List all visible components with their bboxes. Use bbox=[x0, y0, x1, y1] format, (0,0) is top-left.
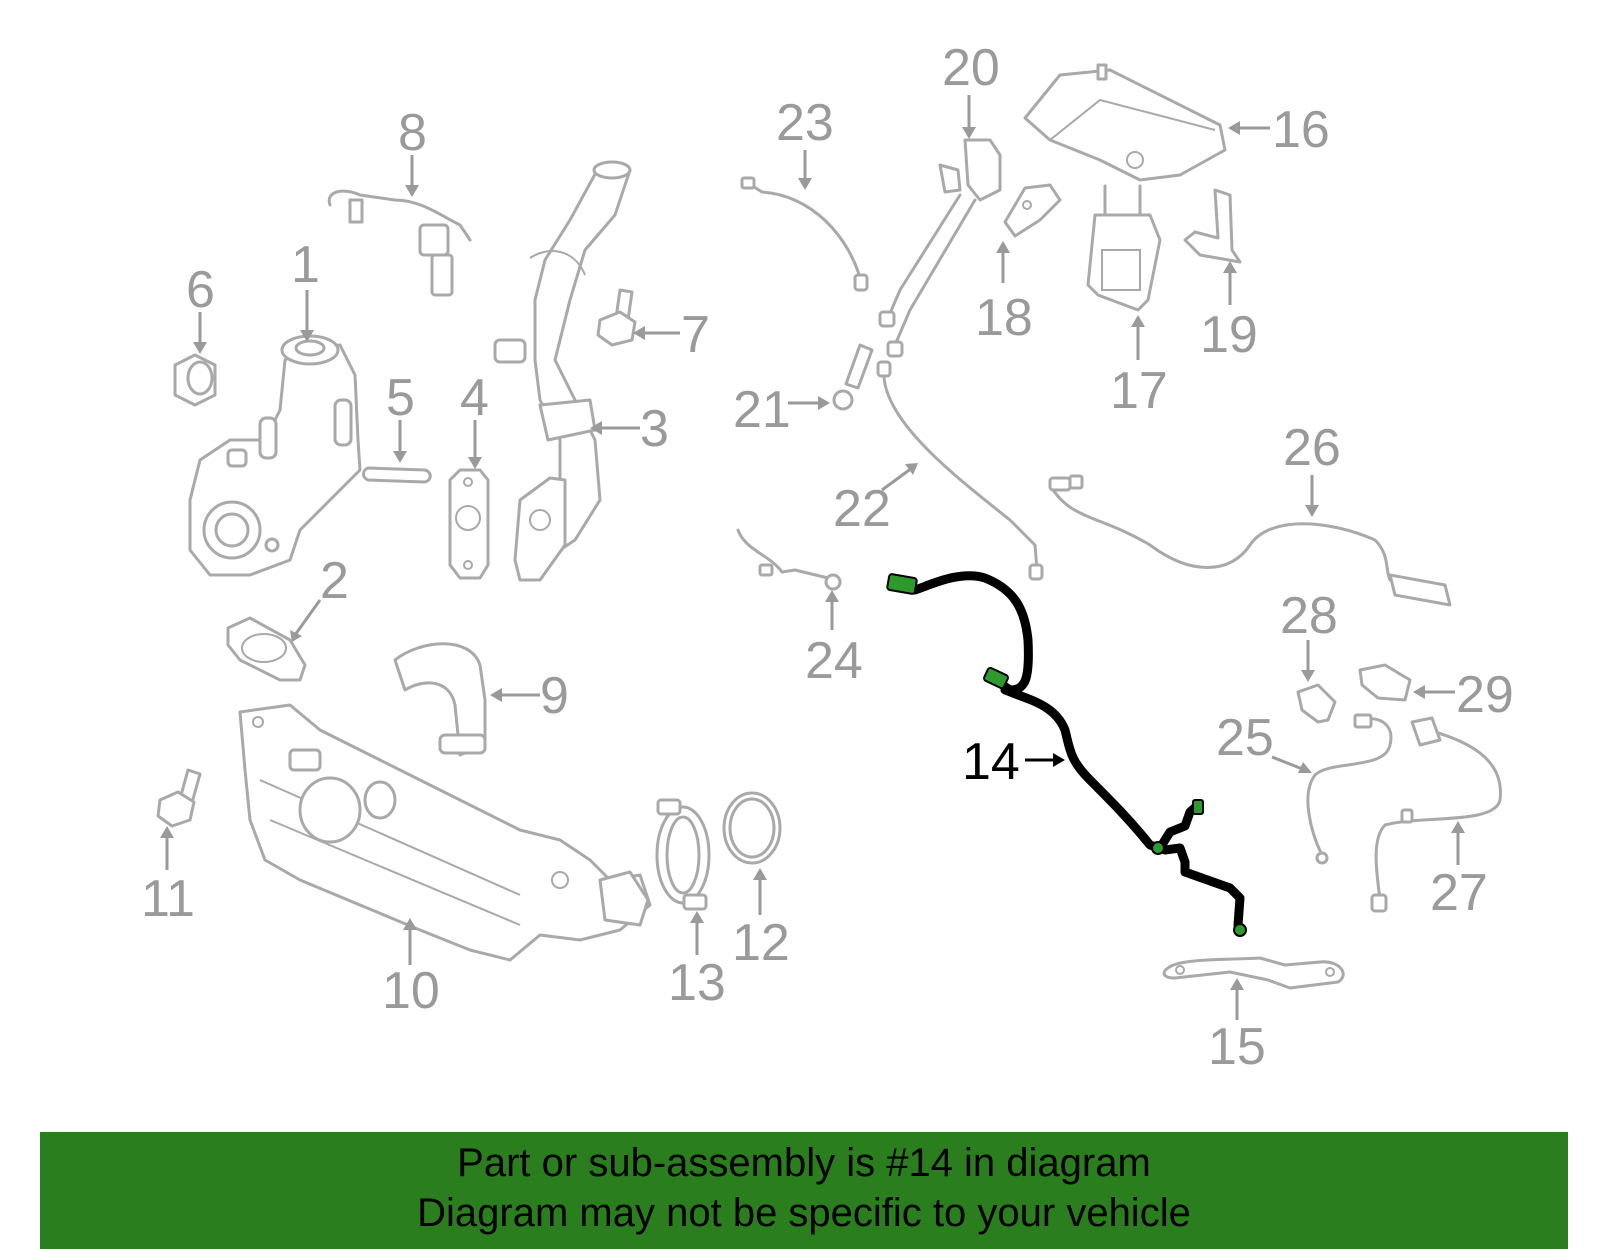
part-15-bracket[interactable] bbox=[1162, 956, 1345, 990]
callout-5: 5 bbox=[386, 369, 415, 427]
part-21-sensor[interactable] bbox=[832, 343, 874, 411]
part-13-clamp[interactable] bbox=[655, 798, 711, 911]
part-10-egr-cooler[interactable] bbox=[238, 703, 652, 962]
callout-3: 3 bbox=[640, 400, 669, 458]
callout-10: 10 bbox=[382, 962, 440, 1020]
callout-20: 20 bbox=[942, 39, 1000, 97]
part-22-tube[interactable] bbox=[876, 360, 1044, 581]
callout-21: 21 bbox=[733, 381, 791, 439]
part-8-sensor[interactable] bbox=[327, 189, 472, 297]
callout-12: 12 bbox=[732, 914, 790, 972]
part-19-bracket[interactable] bbox=[1183, 188, 1242, 264]
callout-7: 7 bbox=[681, 306, 710, 364]
callout-25: 25 bbox=[1216, 709, 1274, 767]
part-16-module[interactable] bbox=[1023, 63, 1227, 182]
part-26-harness[interactable] bbox=[1048, 474, 1452, 607]
callout-1: 1 bbox=[291, 236, 320, 294]
part-17-bracket[interactable] bbox=[1086, 184, 1162, 312]
callout-23: 23 bbox=[776, 94, 834, 152]
part-12-o-ring[interactable] bbox=[722, 791, 782, 865]
part-28-bracket[interactable] bbox=[1296, 683, 1337, 724]
callout-arrows bbox=[160, 95, 1465, 1020]
caption-line-1: Part or sub-assembly is #14 in diagram bbox=[457, 1141, 1151, 1185]
callout-26: 26 bbox=[1283, 419, 1341, 477]
callout-15: 15 bbox=[1208, 1018, 1266, 1076]
part-14-wiring-harness[interactable] bbox=[886, 571, 1247, 937]
part-18-bracket[interactable] bbox=[1003, 183, 1062, 238]
callout-28: 28 bbox=[1280, 587, 1338, 645]
part-20-bracket[interactable] bbox=[878, 138, 1002, 358]
caption-line-2: Diagram may not be specific to your vehi… bbox=[417, 1191, 1191, 1235]
callout-4: 4 bbox=[460, 369, 489, 427]
part-11-bolt[interactable] bbox=[156, 768, 202, 828]
callout-8: 8 bbox=[398, 104, 427, 162]
part-1-egr-valve[interactable] bbox=[188, 334, 362, 577]
part-6-nut[interactable] bbox=[173, 353, 217, 407]
part-5-pin[interactable] bbox=[362, 466, 432, 484]
part-9-hose[interactable] bbox=[393, 642, 487, 757]
part-23-sensor[interactable] bbox=[740, 176, 869, 292]
callout-6: 6 bbox=[186, 261, 215, 319]
callout-18: 18 bbox=[975, 289, 1033, 347]
callout-29: 29 bbox=[1456, 666, 1514, 724]
callout-9: 9 bbox=[540, 667, 569, 725]
caption-banner: Part or sub-assembly is #14 in diagram D… bbox=[40, 1132, 1568, 1249]
callout-13: 13 bbox=[668, 954, 726, 1012]
callout-11: 11 bbox=[141, 870, 195, 928]
callout-22: 22 bbox=[833, 480, 891, 538]
part-27-sensor[interactable] bbox=[1370, 716, 1502, 913]
callout-labels: 1 2 3 4 5 6 7 8 9 10 11 12 13 14 15 16 1… bbox=[141, 39, 1514, 1076]
callout-24: 24 bbox=[805, 632, 863, 690]
callout-19: 19 bbox=[1200, 306, 1258, 364]
callout-17: 17 bbox=[1110, 362, 1168, 420]
callout-14[interactable]: 14 bbox=[962, 733, 1020, 791]
parts-diagram: 1 2 3 4 5 6 7 8 9 10 11 12 13 14 15 16 1… bbox=[141, 39, 1514, 1076]
callout-2: 2 bbox=[320, 552, 349, 610]
part-2-gasket[interactable] bbox=[226, 616, 307, 682]
part-25-sensor[interactable] bbox=[1306, 713, 1393, 865]
part-24-sensor[interactable] bbox=[736, 528, 842, 591]
part-4-gasket[interactable] bbox=[448, 468, 490, 580]
callout-16: 16 bbox=[1272, 101, 1330, 159]
part-3-pipe[interactable] bbox=[493, 160, 632, 582]
callout-27: 27 bbox=[1430, 864, 1488, 922]
part-7-bolt[interactable] bbox=[596, 288, 637, 347]
part-29-connector[interactable] bbox=[1358, 663, 1412, 702]
